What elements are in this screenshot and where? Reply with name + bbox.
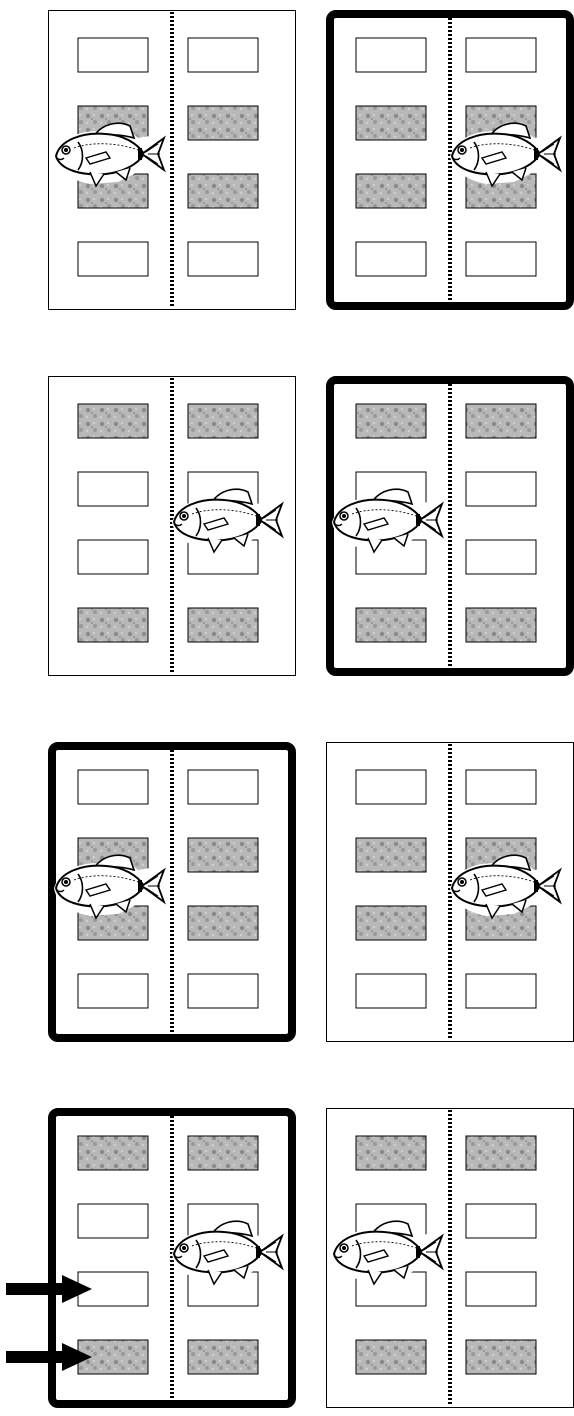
textured-cell [356, 838, 426, 872]
panel-r4-left [6, 1112, 292, 1404]
empty-cell [466, 1204, 536, 1238]
textured-cell [356, 106, 426, 140]
empty-cell [356, 38, 426, 72]
empty-cell [78, 974, 148, 1008]
textured-cell [188, 906, 258, 940]
textured-cell [356, 174, 426, 208]
textured-cell [188, 174, 258, 208]
empty-cell [78, 770, 148, 804]
textured-cell [466, 404, 536, 438]
arrow-shaft [6, 1283, 66, 1295]
textured-cell [188, 608, 258, 642]
empty-cell [466, 974, 536, 1008]
textured-cell [356, 404, 426, 438]
empty-cell [188, 770, 258, 804]
textured-cell [188, 1340, 258, 1374]
panel-r2-left [49, 377, 296, 676]
textured-cell [188, 1136, 258, 1170]
empty-cell [78, 1204, 148, 1238]
textured-cell [356, 1136, 426, 1170]
textured-cell [78, 1136, 148, 1170]
textured-cell [188, 106, 258, 140]
textured-cell [466, 608, 536, 642]
textured-cell [78, 608, 148, 642]
empty-cell [78, 242, 148, 276]
empty-cell [466, 540, 536, 574]
empty-cell [78, 38, 148, 72]
empty-cell [356, 242, 426, 276]
empty-cell [466, 1272, 536, 1306]
empty-cell [78, 472, 148, 506]
textured-cell [356, 1340, 426, 1374]
panel-r2-right [330, 380, 570, 672]
empty-cell [466, 472, 536, 506]
empty-cell [188, 38, 258, 72]
empty-cell [466, 38, 536, 72]
empty-cell [356, 974, 426, 1008]
textured-cell [466, 1136, 536, 1170]
empty-cell [188, 242, 258, 276]
panel-r3-right [327, 743, 574, 1042]
empty-cell [356, 770, 426, 804]
panel-r3-left [52, 746, 292, 1038]
arrow-shaft [6, 1351, 66, 1363]
panel-r4-right [327, 1109, 574, 1408]
textured-cell [188, 838, 258, 872]
empty-cell [466, 770, 536, 804]
textured-cell [356, 608, 426, 642]
textured-cell [466, 1340, 536, 1374]
panel-r1-left [49, 11, 296, 310]
textured-cell [78, 404, 148, 438]
empty-cell [78, 540, 148, 574]
textured-cell [356, 906, 426, 940]
textured-cell [188, 404, 258, 438]
empty-cell [466, 242, 536, 276]
empty-cell [188, 974, 258, 1008]
panel-r1-right [330, 14, 570, 306]
